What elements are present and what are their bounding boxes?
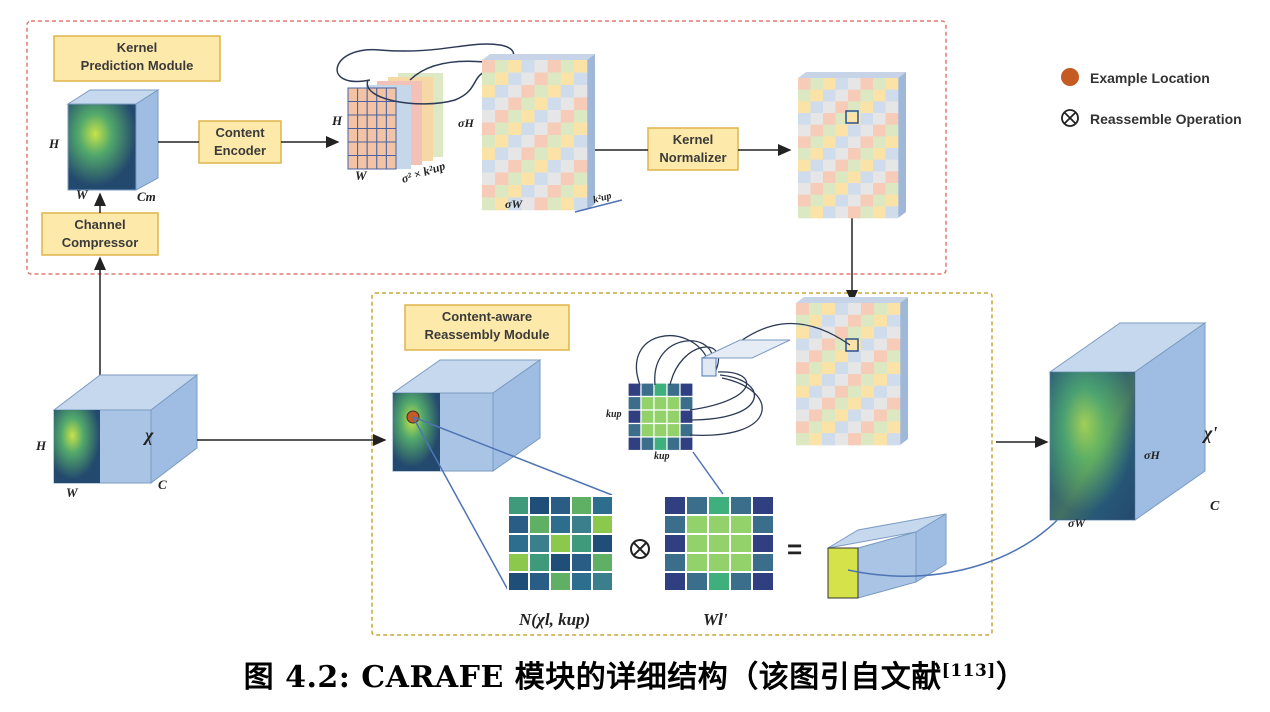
label-neighborhood: N(χl, kup) [518, 610, 590, 629]
label-kernel: Wl' [703, 610, 728, 629]
kernel-stack [347, 73, 443, 170]
reassembly-region [371, 292, 993, 636]
reshape-curve [336, 43, 515, 83]
input-feature-cube [52, 373, 199, 485]
kernel-weight-grid [663, 495, 775, 592]
kernel-prediction-module-box [53, 35, 221, 82]
output-pixel-vector [827, 513, 947, 599]
label-chi-prime: χ' [1201, 423, 1217, 443]
label-C-out: C [1210, 499, 1220, 514]
label-Cm: Cm [137, 189, 156, 204]
output-feature-cube [1048, 322, 1207, 521]
label-W-stack: W [355, 168, 368, 183]
example-location-legend-dot [1061, 68, 1079, 86]
normalized-kernel-plane [798, 72, 906, 219]
label-H-top: H [48, 136, 60, 151]
legend-reassemble-operation: Reassemble Operation [1090, 111, 1242, 127]
plane3-highlight [845, 338, 859, 352]
compressed-feature-cube [66, 89, 160, 191]
label-sigmaH-out: σH [1144, 448, 1160, 462]
reassembly-kernel-plane [796, 297, 908, 446]
label-W-input: W [66, 485, 79, 500]
legend-example-location: Example Location [1090, 70, 1210, 86]
label-k2up: k²up [592, 190, 613, 205]
label-H-input: H [35, 438, 47, 453]
label-sigmaW-out: σW [1068, 516, 1086, 530]
reassemble-operation-legend-icon [1061, 109, 1079, 127]
kernel-vector-stack [701, 339, 791, 377]
kernel-normalizer-box [647, 127, 739, 171]
label-kup-bottom: kup [654, 451, 670, 462]
plane2-highlight [845, 110, 859, 124]
reassembly-module-box [404, 304, 570, 351]
otimes-symbol [630, 539, 650, 559]
neighborhood-grid [507, 495, 614, 592]
label-sigmaW-plane: σW [505, 197, 523, 211]
kernel-map-plane [482, 54, 595, 211]
label-kup-left: kup [606, 409, 622, 420]
kernel-prediction-region [26, 20, 947, 275]
equals-symbol: = [787, 534, 802, 564]
label-chi: χ [142, 425, 154, 445]
channel-compressor-box [41, 212, 159, 256]
kup-kernel-grid [627, 382, 694, 452]
reassembly-feature-cube [391, 359, 542, 472]
label-W-top: W [76, 187, 89, 202]
label-C-input: C [158, 477, 167, 492]
label-H-stack: H [331, 113, 343, 128]
label-sigmaH-plane: σH [458, 116, 474, 130]
figure-caption: 图 4.2: CARAFE 模块的详细结构（该图引自文献[113]） [243, 660, 1027, 695]
content-encoder-box [198, 120, 282, 164]
